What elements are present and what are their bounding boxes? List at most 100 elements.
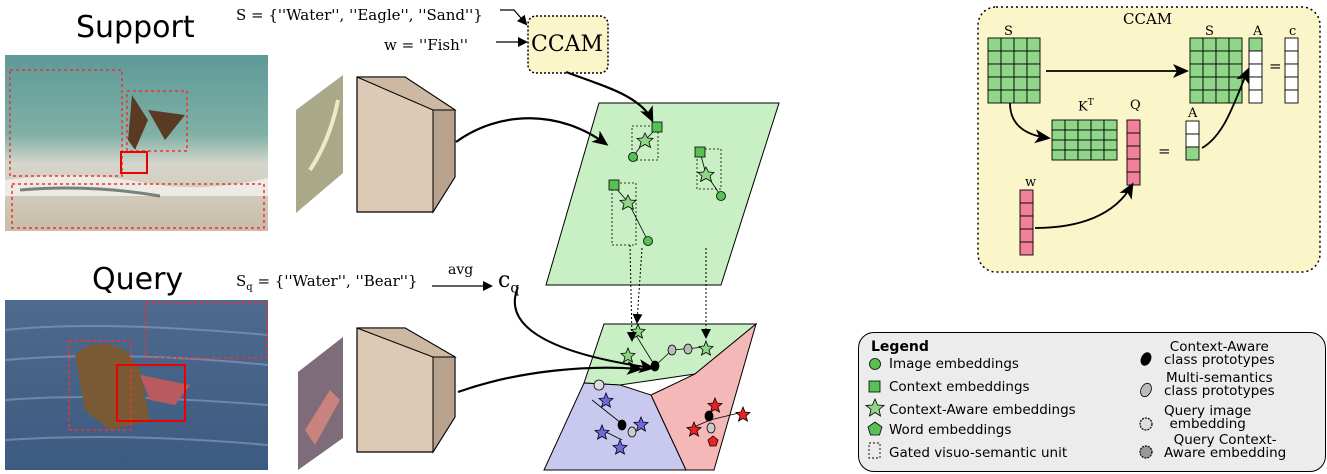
matrix-s-out-cell — [1189, 89, 1204, 104]
matrix-s-cell — [1026, 50, 1041, 65]
matrix-s-out-cell — [1189, 50, 1204, 65]
matrix-s-out-cell — [1228, 50, 1243, 65]
matrix-kt-cell — [1077, 119, 1092, 131]
matrix-s-out-cell — [1189, 76, 1204, 91]
legend-icons-left — [865, 358, 885, 459]
matrix-s-cell — [1000, 76, 1015, 91]
matrix-s-cell — [1013, 89, 1028, 104]
legend-item-query-context: Query Context- Aware embedding — [1164, 432, 1287, 461]
matrix-s-cell — [987, 50, 1002, 65]
vector-q-cell — [1126, 158, 1141, 173]
legend-box: Legend Image embeddings Context embeddin… — [858, 332, 1326, 472]
matrix-kt-cell — [1090, 149, 1105, 161]
bbox-sand — [11, 183, 265, 229]
vector-a2-cell — [1185, 146, 1200, 161]
matrix-kt-cell — [1064, 149, 1079, 161]
matrix-s-cell — [1013, 76, 1028, 91]
bbox-fish — [120, 151, 148, 174]
legend-item-word: Word embeddings — [889, 422, 1012, 438]
gray-ellipse-icon — [1140, 382, 1152, 398]
query-context-icon — [1139, 445, 1153, 459]
avg-label: avg — [448, 262, 474, 278]
vector-a2-cell — [1185, 120, 1200, 135]
support-embedding-plane — [545, 102, 780, 286]
matrix-s-cell — [1000, 63, 1015, 78]
matrix-s-cell — [987, 37, 1002, 52]
matrix-kt-cell — [1051, 119, 1066, 131]
legend-item-context: Context embeddings — [889, 379, 1030, 395]
matrix-s-out-cell — [1202, 89, 1217, 104]
ccam-label-S1: S — [1004, 24, 1013, 39]
ccam-label-Q: Q — [1130, 98, 1141, 113]
matrix-s-cell — [1026, 63, 1041, 78]
legend-item-context-aware: Context-Aware embeddings — [889, 402, 1076, 418]
vector-a-cell — [1248, 63, 1263, 78]
support-set-text: S = {''Water'', ''Eagle'', ''Sand''} — [236, 6, 483, 24]
matrix-s-out-cell — [1202, 76, 1217, 91]
ccam-equals-1: = — [1269, 57, 1282, 75]
ccam-equals-2: = — [1158, 142, 1171, 160]
ccam-label-w: w — [1025, 175, 1037, 190]
ccam-box-label: CCAM — [531, 32, 604, 57]
legend-item-image: Image embeddings — [889, 356, 1019, 372]
query-photo — [4, 300, 269, 470]
query-title: Query — [92, 262, 184, 297]
vector-w-cell — [1019, 189, 1034, 204]
star-icon — [865, 397, 885, 417]
matrix-s-out-cell — [1215, 89, 1230, 104]
pentagon-icon — [867, 421, 883, 436]
query-image-icon — [1139, 417, 1153, 431]
matrix-kt-cell — [1103, 129, 1118, 141]
ccam-label-A2: A — [1188, 106, 1198, 121]
ccam-panel-title: CCAM — [1123, 10, 1173, 28]
support-cnn-block — [356, 76, 457, 214]
support-crop-thumbnail — [296, 75, 343, 213]
matrix-kt-cell — [1051, 139, 1066, 151]
matrix-kt-cell — [1051, 129, 1066, 141]
matrix-s-cell — [1000, 50, 1015, 65]
query-crop-thumbnail — [298, 337, 343, 470]
vector-c-cell — [1284, 76, 1299, 91]
matrix-s-out-cell — [1215, 63, 1230, 78]
bbox-eagle — [126, 90, 188, 152]
vector-c-cell — [1284, 50, 1299, 65]
vector-w-cell — [1019, 228, 1034, 243]
query-embedding-plane — [543, 322, 758, 471]
vector-a-cell — [1248, 37, 1263, 52]
vector-q-cell — [1126, 132, 1141, 147]
vector-q-cell — [1126, 171, 1141, 186]
matrix-s-cell — [1026, 37, 1041, 52]
vector-w-cell — [1019, 202, 1034, 217]
circle-icon — [869, 358, 881, 370]
matrix-s-out-cell — [1215, 50, 1230, 65]
legend-item-gated: Gated visuo-semantic unit — [889, 445, 1068, 461]
matrix-kt-cell — [1064, 119, 1079, 131]
matrix-kt-cell — [1090, 129, 1105, 141]
matrix-s-cell — [987, 76, 1002, 91]
matrix-kt-cell — [1103, 119, 1118, 131]
matrix-s-cell — [1013, 63, 1028, 78]
matrix-s-out-cell — [1215, 37, 1230, 52]
legend-item-query-image: Query image embedding — [1164, 403, 1252, 432]
vector-c-cell — [1284, 63, 1299, 78]
matrix-s-out-cell — [1189, 37, 1204, 52]
matrix-s-out-cell — [1228, 37, 1243, 52]
matrix-kt-cell — [1103, 149, 1118, 161]
vector-w-cell — [1019, 215, 1034, 230]
legend-icons-right — [1139, 352, 1153, 459]
legend-item-ca-prototypes: Context-Aware class prototypes — [1164, 339, 1275, 368]
legend-title: Legend — [871, 339, 929, 355]
query-set-text: Sq = {''Water'', ''Bear''} — [236, 272, 418, 293]
matrix-kt-cell — [1051, 149, 1066, 161]
matrix-s-out-cell — [1189, 63, 1204, 78]
vector-a-cell — [1248, 50, 1263, 65]
matrix-s-out-cell — [1202, 50, 1217, 65]
vector-w-cell — [1019, 241, 1034, 256]
support-photo — [5, 55, 268, 231]
ccam-label-KT: KT — [1078, 98, 1094, 115]
support-title: Support — [76, 10, 195, 45]
matrix-s-cell — [1013, 37, 1028, 52]
matrix-kt-cell — [1077, 139, 1092, 151]
matrix-s-cell — [1026, 89, 1041, 104]
bbox-water — [9, 69, 123, 177]
